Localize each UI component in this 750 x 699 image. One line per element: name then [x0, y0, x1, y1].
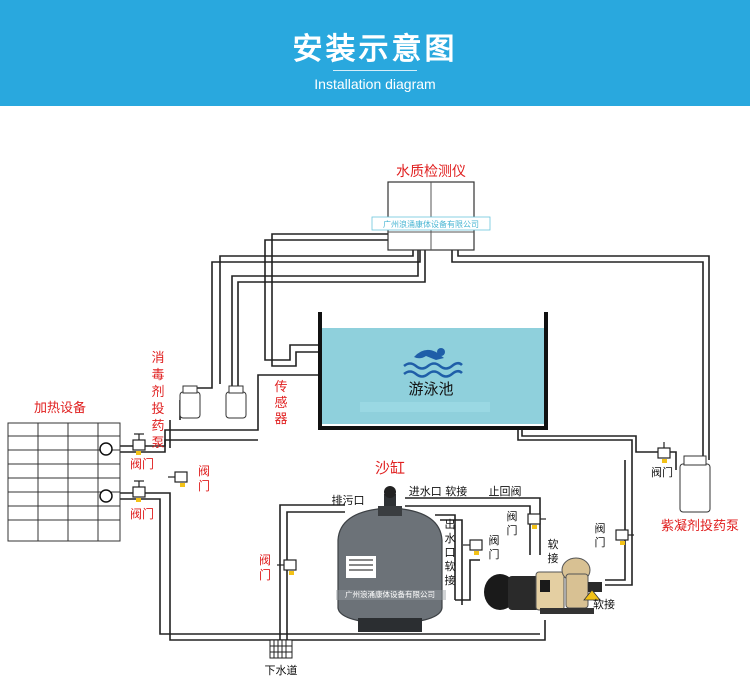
swimmer-icon	[403, 348, 463, 378]
svg-text:阀: 阀	[198, 464, 210, 478]
valve-yellow-marks	[136, 451, 667, 575]
valve-icon-heater-bottom	[132, 480, 146, 498]
check-valve-label: 止回阀	[489, 484, 522, 498]
svg-text:阀: 阀	[489, 533, 500, 547]
svg-text:门: 门	[595, 535, 606, 549]
svg-text:口: 口	[445, 546, 456, 559]
circulation-pump	[484, 557, 602, 614]
svg-text:门: 门	[507, 523, 518, 537]
dosing-char-5: 药	[151, 419, 164, 434]
coagulant-pump-label: 紫凝剂投药泵	[661, 518, 739, 534]
valve-label-inlet: 阀 门	[507, 509, 518, 537]
swimming-pool	[318, 312, 548, 430]
svg-text:水: 水	[445, 532, 456, 545]
dosing-char-1: 消	[151, 351, 164, 366]
valve-icon-left-mid	[168, 471, 188, 483]
valve-label-heater-top: 阀门	[130, 456, 154, 471]
header-banner: 安装示意图 Installation diagram	[0, 0, 750, 106]
valve-label-drain: 阀 门	[259, 553, 271, 582]
pump-inlet-hose-label: 软 接	[548, 537, 559, 565]
svg-text:软: 软	[445, 559, 456, 573]
dosing-char-3: 剂	[151, 385, 164, 400]
valve-label-left-mid: 阀 门	[198, 464, 210, 493]
page-title: 安装示意图	[292, 32, 458, 67]
pool-label: 游泳池	[408, 380, 453, 398]
coagulant-dosing-pump	[679, 455, 711, 513]
watermark-instrument: 广州浪涌康体设备有限公司	[383, 219, 479, 229]
valve-icon-coagulant	[657, 442, 671, 459]
svg-text:出: 出	[445, 517, 456, 531]
heater-unit	[7, 422, 121, 542]
dosing-char-4: 投	[151, 401, 164, 417]
dosing-char-6: 泵	[151, 436, 164, 451]
water-quality-instrument	[371, 181, 491, 251]
inlet-hose-label: 进水口 软接	[409, 484, 468, 498]
sensor-char-1: 传	[274, 380, 287, 395]
sand-filter-tank	[336, 486, 446, 632]
valve-label-right-pipe: 阀 门	[595, 521, 606, 549]
svg-text:阀: 阀	[507, 509, 518, 523]
valve-icon-heater-top	[132, 433, 146, 451]
sand-tank-label: 沙缸	[375, 459, 405, 477]
pump-outlet-hose-label: 软接	[593, 597, 615, 611]
sensor-char-2: 感	[274, 395, 287, 411]
valve-icon-inlet	[527, 513, 546, 525]
valve-icon-outlet	[463, 539, 483, 551]
valve-label-coagulant: 阀门	[651, 465, 673, 479]
svg-text:门: 门	[259, 567, 271, 582]
valve-label-heater-bottom: 阀门	[130, 506, 154, 521]
sewer-drain	[269, 639, 293, 659]
pipe-network	[120, 233, 710, 641]
sensor-label: 传 感 器	[274, 380, 287, 427]
sensor-char-3: 器	[274, 412, 287, 427]
valve-label-outlet: 阀 门	[489, 533, 500, 561]
watermark-tank: 广州浪涌康体设备有限公司	[345, 589, 435, 599]
svg-text:阀: 阀	[595, 521, 606, 535]
valve-icon-drain	[277, 559, 297, 571]
svg-text:阀: 阀	[259, 553, 271, 567]
water-quality-label: 水质检测仪	[396, 164, 466, 180]
disinfectant-dosing-pumps	[179, 385, 247, 419]
title-divider	[333, 70, 417, 71]
drain-port-label: 排污口	[332, 493, 365, 507]
dosing-pump-left-label: 消 毒 剂 投 药 泵	[151, 351, 164, 451]
svg-text:接: 接	[548, 552, 559, 565]
outlet-hose-label: 出 水 口 软 接	[445, 517, 456, 587]
svg-text:接: 接	[445, 574, 456, 587]
valve-icons	[132, 433, 671, 571]
heater-label: 加热设备	[34, 400, 86, 416]
page-subtitle: Installation diagram	[314, 76, 436, 92]
valve-icon-right-pipe	[615, 529, 634, 541]
svg-text:软: 软	[548, 537, 559, 551]
svg-text:门: 门	[198, 478, 210, 493]
sewer-label: 下水道	[265, 663, 298, 677]
dosing-char-2: 毒	[151, 368, 164, 383]
svg-text:门: 门	[489, 547, 500, 561]
